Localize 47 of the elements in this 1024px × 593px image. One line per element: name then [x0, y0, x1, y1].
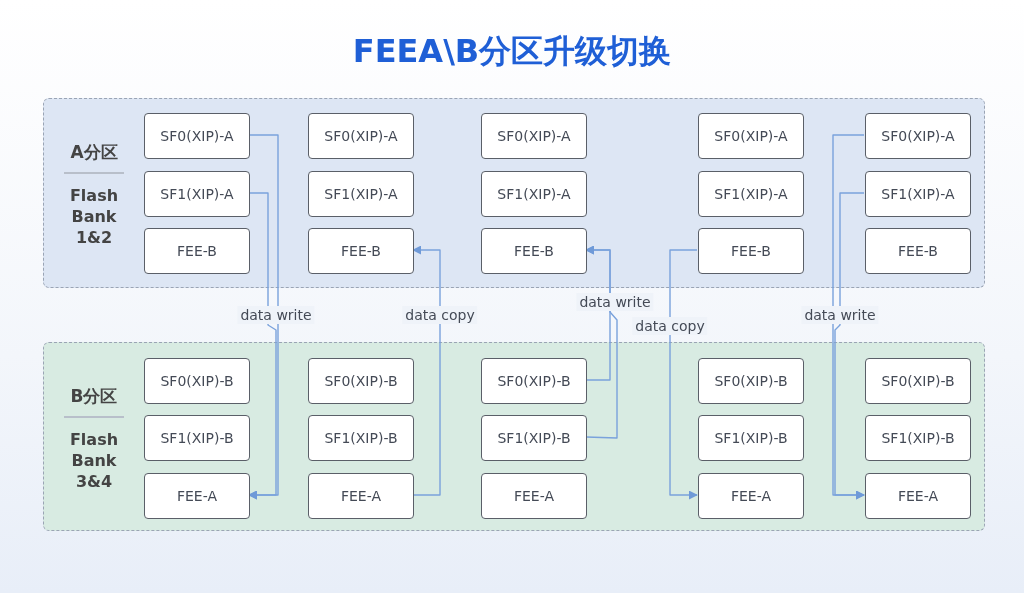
memory-box: SF0(XIP)-A	[144, 113, 250, 159]
memory-box: SF0(XIP)-A	[698, 113, 804, 159]
memory-box: FEE-A	[481, 473, 587, 519]
partition-band	[43, 342, 985, 531]
memory-box: FEE-A	[698, 473, 804, 519]
band-subtitle: Flash Bank 3&4	[68, 429, 120, 492]
memory-box: SF0(XIP)-A	[865, 113, 971, 159]
memory-box: SF0(XIP)-B	[698, 358, 804, 404]
memory-box: SF1(XIP)-B	[865, 415, 971, 461]
memory-box: SF1(XIP)-A	[308, 171, 414, 217]
memory-box: FEE-A	[144, 473, 250, 519]
arrow	[248, 192, 277, 500]
memory-box: SF0(XIP)-B	[144, 358, 250, 404]
memory-box: SF1(XIP)-B	[481, 415, 587, 461]
memory-box: SF1(XIP)-A	[481, 171, 587, 217]
title: FEEA\B分区升级切换	[351, 31, 673, 72]
band-heading: B分区	[64, 385, 124, 418]
memory-box: FEE-B	[698, 228, 804, 274]
arrow	[669, 249, 698, 500]
memory-box: SF0(XIP)-B	[308, 358, 414, 404]
edge-label: data copy	[402, 306, 478, 324]
memory-box: SF1(XIP)-B	[698, 415, 804, 461]
arrow	[834, 192, 865, 500]
band-heading: A分区	[64, 141, 124, 174]
arrow	[585, 245, 618, 439]
memory-box: FEE-B	[481, 228, 587, 274]
band-subtitle: Flash Bank 1&2	[68, 185, 120, 248]
memory-box: SF1(XIP)-A	[144, 171, 250, 217]
arrow	[412, 245, 441, 496]
partition-band	[43, 98, 985, 288]
memory-box: FEE-A	[865, 473, 971, 519]
memory-box: FEE-B	[144, 228, 250, 274]
edge-label: data copy	[632, 317, 708, 335]
memory-box: FEE-A	[308, 473, 414, 519]
memory-box: FEE-B	[308, 228, 414, 274]
memory-box: SF1(XIP)-A	[698, 171, 804, 217]
memory-box: SF0(XIP)-B	[481, 358, 587, 404]
memory-box: SF0(XIP)-A	[308, 113, 414, 159]
memory-box: SF1(XIP)-B	[144, 415, 250, 461]
memory-box: FEE-B	[865, 228, 971, 274]
edge-label: data write	[237, 306, 315, 324]
memory-box: SF1(XIP)-B	[308, 415, 414, 461]
edge-label: data write	[801, 306, 879, 324]
memory-box: SF1(XIP)-A	[865, 171, 971, 217]
memory-box: SF0(XIP)-A	[481, 113, 587, 159]
edge-label: data write	[576, 293, 654, 311]
memory-box: SF0(XIP)-B	[865, 358, 971, 404]
